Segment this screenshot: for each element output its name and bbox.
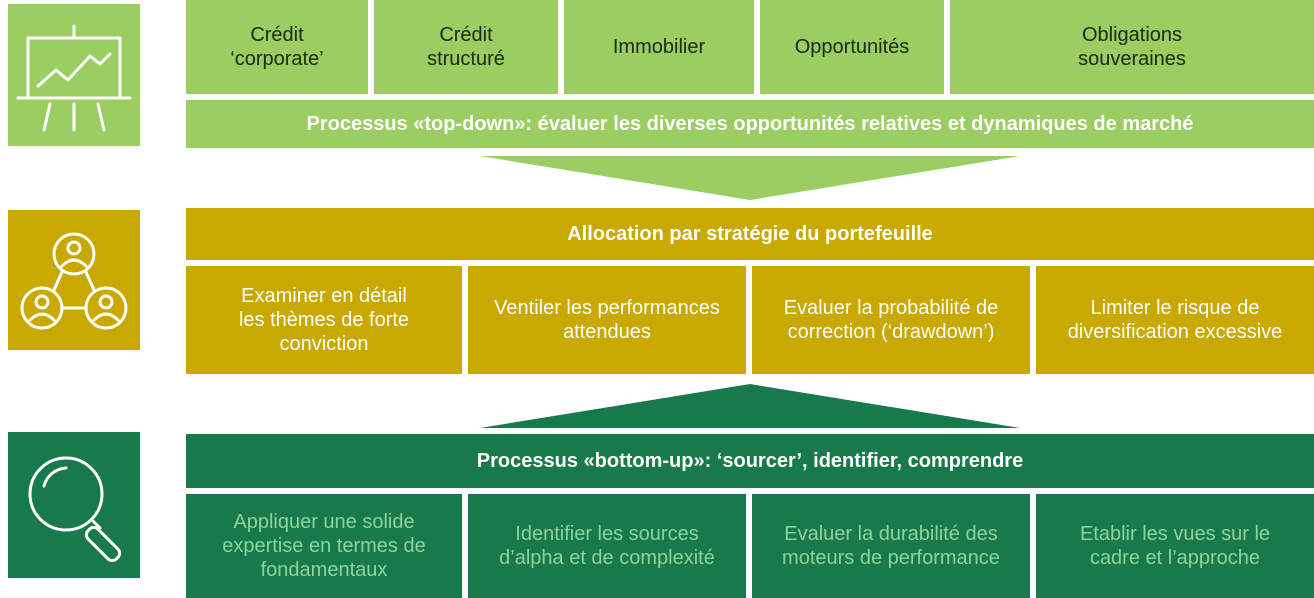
cell-evaluer-probabilite: Evaluer la probabilité de correction (‘d… [752,266,1030,374]
allocation-banner: Allocation par stratégie du portefeuille [186,208,1314,260]
category-immobilier: Immobilier [564,0,754,94]
magnifying-glass-icon [8,432,140,578]
cell-appliquer-expertise: Appliquer une solide expertise en termes… [186,494,462,598]
cell-ventiler-performances: Ventiler les performances attendues [468,266,746,374]
bottom-up-banner: Processus «bottom-up»: ‘sourcer’, identi… [186,434,1314,488]
cell-identifier-sources: Identifier les sources d’alpha et de com… [468,494,746,598]
presentation-chart-icon [8,4,140,146]
down-arrow [480,156,1020,200]
category-obligations-souveraines: Obligations souveraines [950,0,1314,94]
category-opportunites: Opportunités [760,0,944,94]
cell-etablir-vues: Etablir les vues sur le cadre et l’appro… [1036,494,1314,598]
category-credit-corporate: Crédit ‘corporate’ [186,0,368,94]
up-arrow [480,384,1020,428]
top-down-banner: Processus «top-down»: évaluer les divers… [186,100,1314,148]
people-network-icon [8,210,140,350]
category-credit-structure: Crédit structuré [374,0,558,94]
cell-examiner-themes: Examiner en détail les thèmes de forte c… [186,266,462,374]
cell-evaluer-durabilite: Evaluer la durabilité des moteurs de per… [752,494,1030,598]
cell-limiter-risque: Limiter le risque de diversification exc… [1036,266,1314,374]
